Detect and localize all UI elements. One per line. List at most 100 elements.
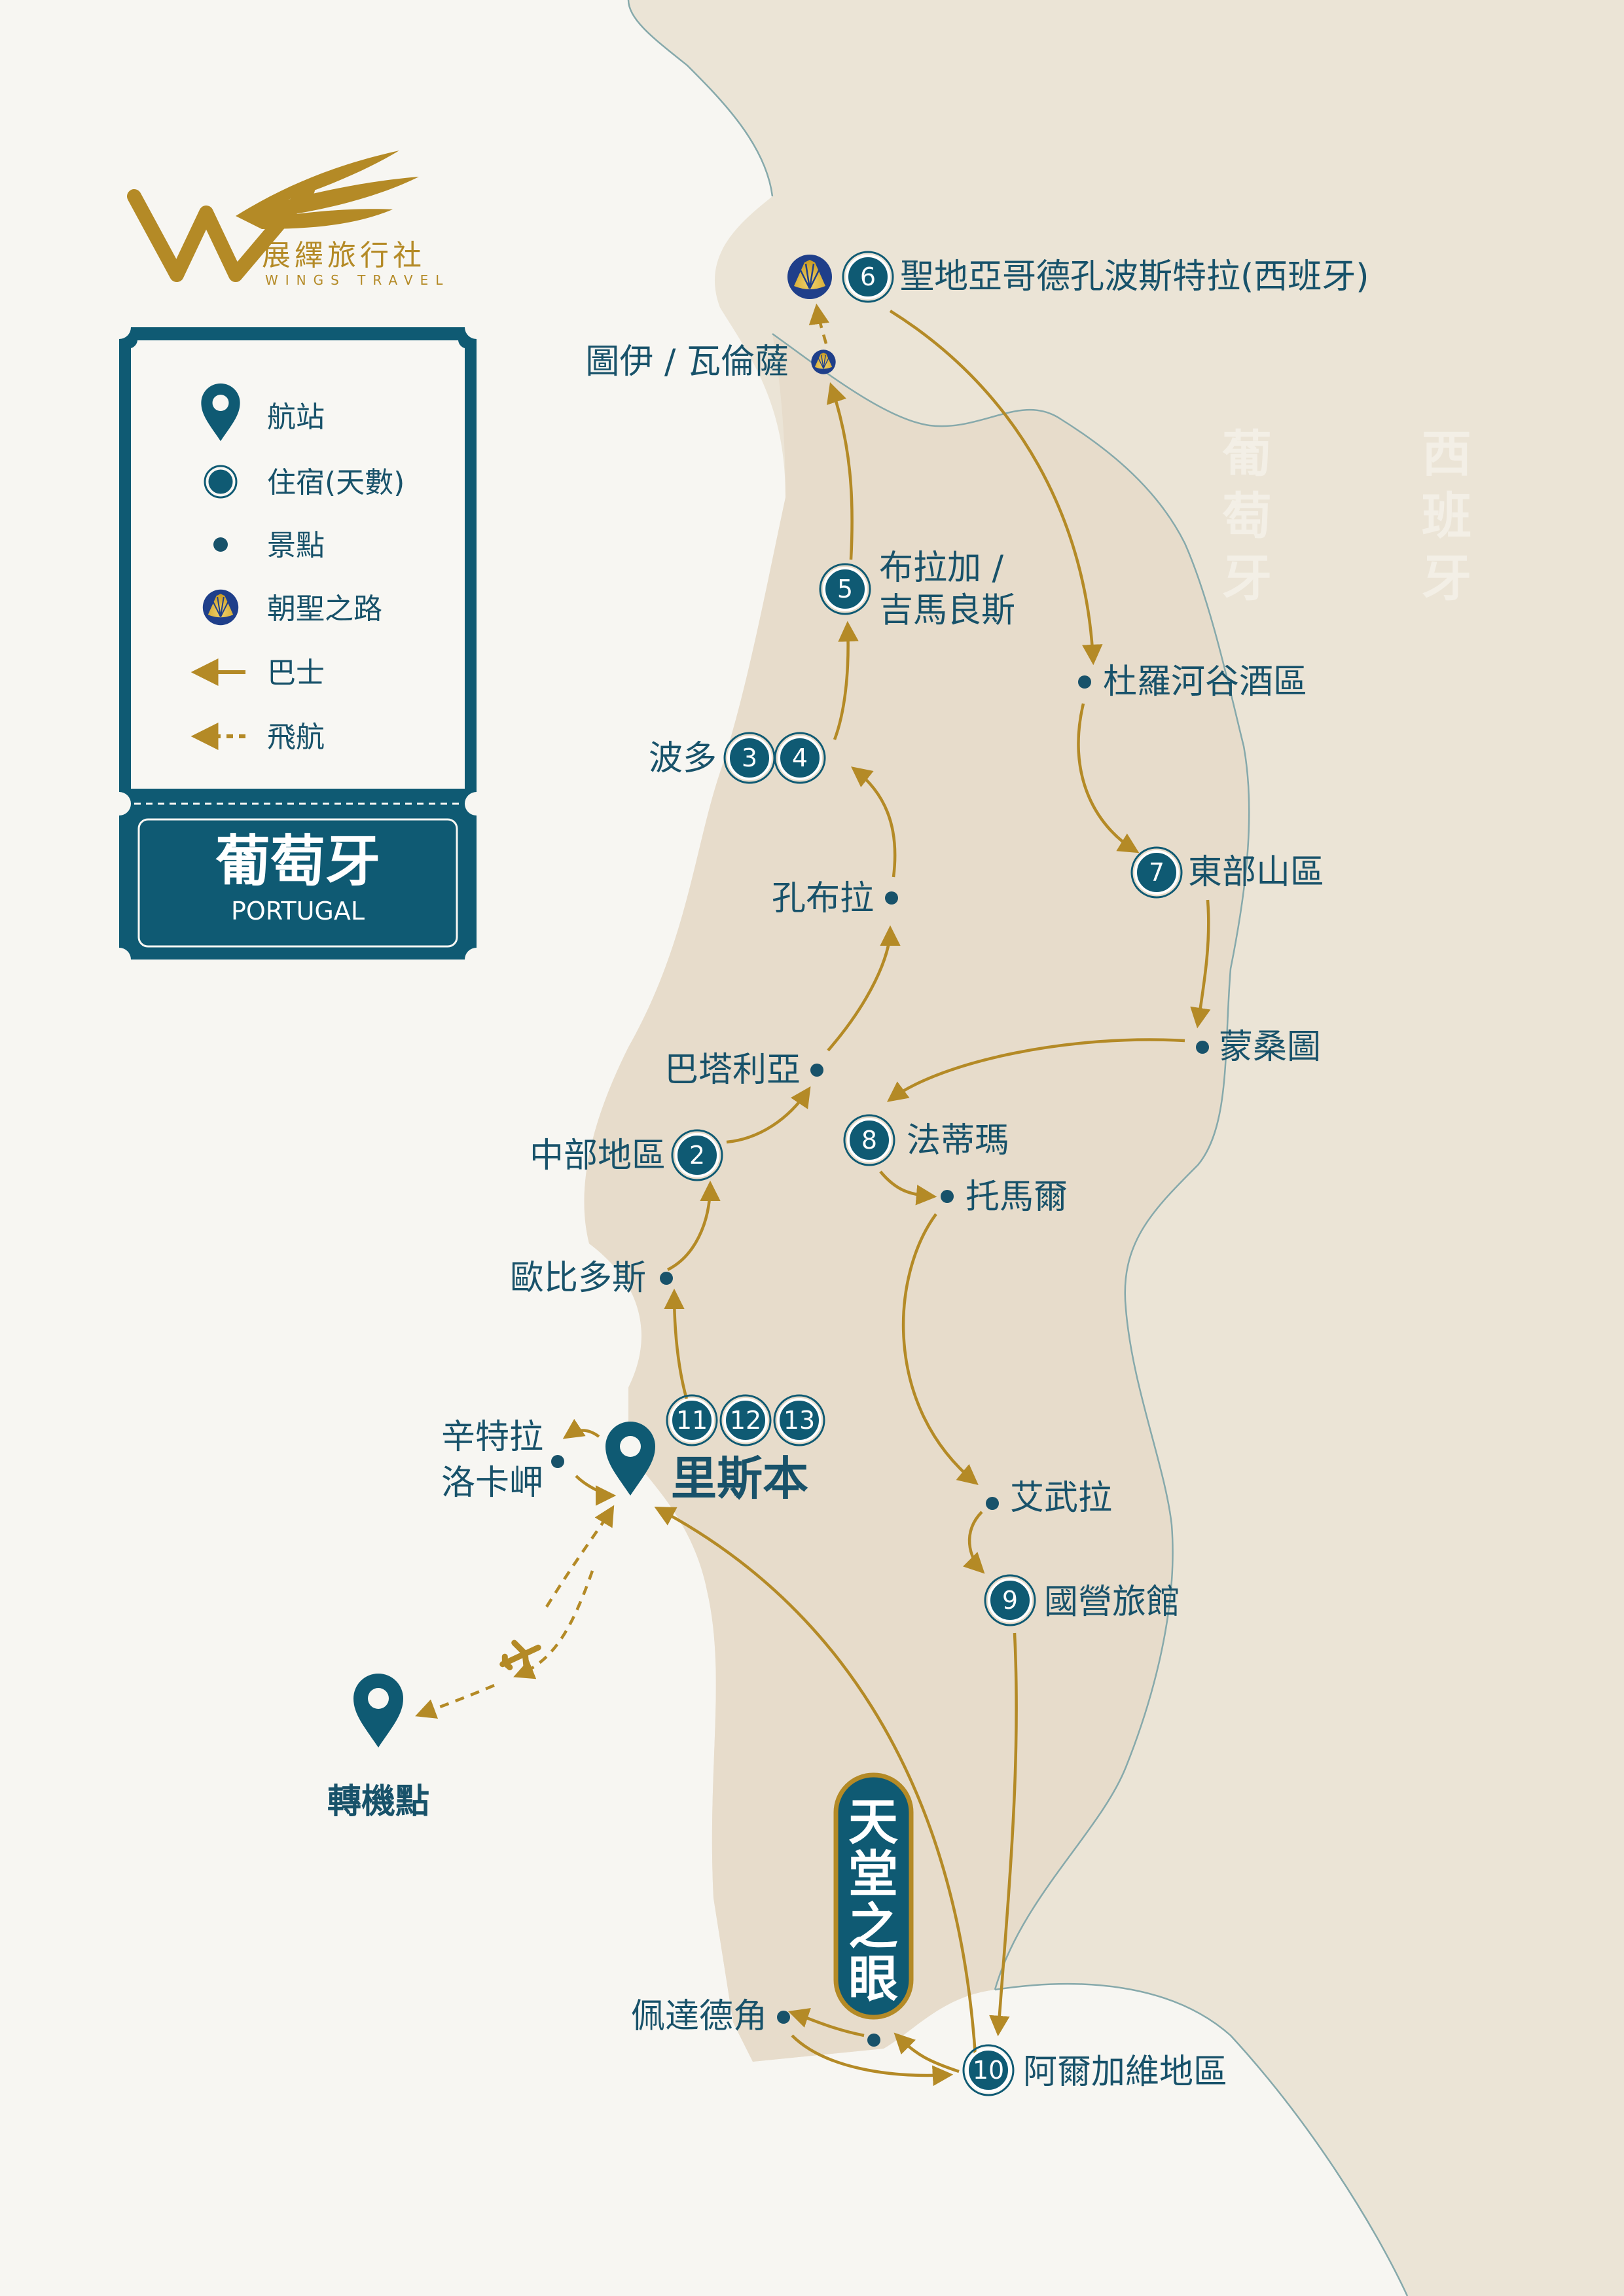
legend-label-camino: 朝聖之路 — [267, 592, 382, 626]
legend-subtitle: PORTUGAL — [231, 897, 365, 925]
monsanto-label: 蒙桑圖 — [1219, 1028, 1321, 1067]
fatima-label: 法蒂瑪 — [907, 1121, 1009, 1160]
portugal-label-char3: 牙 — [1222, 549, 1272, 607]
central-hotel-marker: 2 — [671, 1129, 723, 1181]
pousada-label: 國營旅館 — [1044, 1583, 1180, 1622]
route-evora-pousada — [963, 1511, 985, 1574]
day-4-label: 4 — [792, 744, 808, 772]
route-sagres-algarve — [791, 2034, 954, 2087]
bus-routes — [562, 303, 1211, 2087]
spain-label-char3: 牙 — [1422, 549, 1471, 607]
legend-card: 航站 住宿(天數) 景點 朝聖之路 巴士 飛航 葡萄牙 PORTUGAL — [119, 327, 477, 960]
route-fatima-tomar — [879, 1170, 937, 1206]
route-spot-sagres — [788, 2008, 865, 2037]
day-9-label: 9 — [1002, 1586, 1018, 1615]
braga-hotel-marker: 5 — [819, 563, 871, 615]
legend-item-camino: 朝聖之路 — [202, 588, 382, 626]
badge-char2: 堂 — [848, 1845, 898, 1903]
tui-label: 圖伊 / 瓦倫薩 — [585, 342, 789, 382]
airplane-icon — [499, 1640, 541, 1672]
spain-country-label: 西 班 牙 — [1422, 425, 1471, 607]
route-obidos-central — [666, 1180, 721, 1272]
fatima-hotel-marker: 8 — [843, 1114, 895, 1166]
east-hotel-marker: 7 — [1130, 846, 1183, 899]
evora-dot — [986, 1497, 999, 1510]
badge-char3: 之 — [848, 1897, 898, 1956]
route-braga-tui — [827, 382, 854, 560]
route-douro-east — [1077, 703, 1140, 853]
route-algarve-lisbon — [654, 1507, 977, 2056]
scallop-shell-icon — [202, 588, 240, 626]
algarve-label: 阿爾加維地區 — [1023, 2053, 1227, 2092]
east-label: 東部山區 — [1188, 853, 1324, 892]
obidos-label: 歐比多斯 — [510, 1259, 646, 1298]
galicia-coastline — [627, 0, 774, 197]
sagres-dot — [777, 2011, 790, 2024]
day-3-label: 3 — [742, 744, 757, 772]
attraction-dot-icon — [213, 537, 228, 552]
douro-dot — [1078, 675, 1091, 689]
eye-of-paradise-badge: 天 堂 之 眼 — [833, 1772, 914, 2020]
coimbra-label: 孔布拉 — [772, 879, 874, 918]
legend-item-hotel: 住宿(天數) — [204, 465, 405, 499]
braga-label-line1: 布拉加 / — [879, 548, 1004, 588]
porto-hotel-marker-a: 3 — [723, 732, 776, 784]
day-7-label: 7 — [1149, 858, 1164, 887]
porto-hotel-marker-b: 4 — [774, 732, 826, 784]
evora-label: 艾武拉 — [1010, 1479, 1112, 1518]
lisbon-label: 里斯本 — [671, 1452, 808, 1505]
tomar-dot — [941, 1190, 954, 1203]
douro-label: 杜羅河谷酒區 — [1103, 662, 1307, 702]
day-12-label: 12 — [730, 1406, 761, 1435]
pousada-hotel-marker: 9 — [984, 1574, 1036, 1626]
lisbon-hotel-marker-c: 13 — [773, 1394, 825, 1446]
legend-label-airport: 航站 — [267, 401, 325, 434]
tomar-label: 托馬爾 — [965, 1177, 1068, 1217]
legend-label-bus: 巴士 — [267, 656, 325, 690]
brand-name-en: WINGS TRAVEL — [265, 272, 450, 288]
algarve-hotel-marker: 10 — [962, 2044, 1015, 2096]
hotel-dot-icon — [204, 465, 238, 499]
coimbra-dot — [885, 891, 898, 905]
spain-label-char2: 班 — [1422, 487, 1471, 545]
lisbon-hotel-marker-a: 11 — [666, 1394, 718, 1446]
wings-travel-logo: 展繹旅行社 WINGS TRAVEL — [127, 151, 450, 288]
portugal-label-char1: 葡 — [1222, 425, 1272, 483]
route-lisbon-sintra — [562, 1418, 600, 1439]
obidos-dot — [660, 1272, 673, 1285]
flight-route — [415, 1505, 615, 1719]
santiago-label: 聖地亞哥德孔波斯特拉(西班牙) — [900, 257, 1369, 296]
sagres-label: 佩達德角 — [631, 1997, 767, 2036]
spain-label-char1: 西 — [1422, 425, 1471, 483]
route-batalha-coimbra — [827, 925, 901, 1052]
route-monsanto-fatima — [886, 1038, 1185, 1102]
legend-label-hotel: 住宿(天數) — [267, 466, 405, 499]
legend-item-flight: 飛航 — [190, 721, 325, 754]
day-10-label: 10 — [973, 2056, 1004, 2085]
route-tomar-evora — [901, 1213, 979, 1486]
sintra-dot — [551, 1455, 564, 1468]
day-6-label: 6 — [860, 262, 876, 291]
central-label: 中部地區 — [530, 1136, 666, 1175]
batalha-label: 巴塔利亞 — [664, 1050, 801, 1090]
day-2-label: 2 — [689, 1141, 705, 1170]
route-algarve-spot — [893, 2032, 960, 2073]
map-pin-icon — [201, 383, 240, 441]
legend-item-bus: 巴士 — [190, 656, 325, 690]
transfer-label: 轉機點 — [327, 1782, 429, 1821]
flight-to-transfer — [415, 1683, 495, 1719]
tui-scallop-shell-icon — [810, 349, 837, 375]
hotel-markers: 6 5 3 4 2 11 12 13 7 8 9 10 — [666, 251, 1183, 2096]
route-pousada-algarve — [989, 1632, 1018, 2037]
batalha-dot — [810, 1064, 823, 1077]
spain-coastline — [994, 1982, 1409, 2296]
legend-item-airport: 航站 — [201, 383, 325, 441]
attraction-dots — [551, 675, 1209, 2047]
portugal-country-label: 葡 萄 牙 — [1222, 425, 1272, 607]
sintra-label-line2: 洛卡岬 — [441, 1463, 543, 1503]
border-line — [772, 332, 1250, 1990]
badge-char1: 天 — [848, 1793, 898, 1851]
braga-label-line2: 吉馬良斯 — [879, 591, 1015, 630]
route-sintra-lisbon — [575, 1475, 617, 1506]
algarve-spot-dot — [867, 2034, 880, 2047]
